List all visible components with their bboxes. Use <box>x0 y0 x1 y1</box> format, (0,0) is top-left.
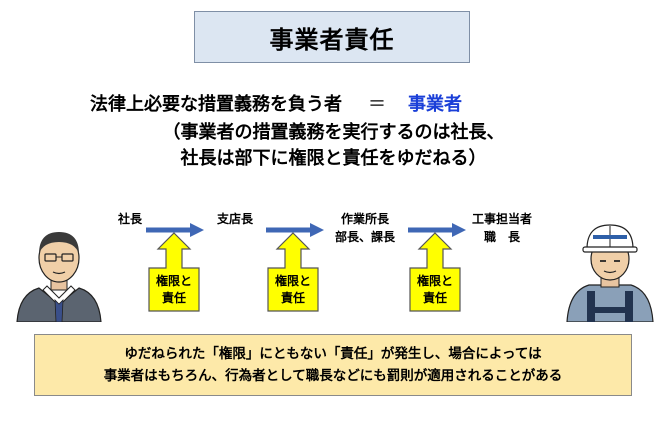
role-site-manager: 作業所長 部長、課長 <box>325 211 405 245</box>
page-title: 事業者責任 <box>194 11 470 63</box>
up-arrow-callout-icon <box>148 232 200 312</box>
role-foreman-label: 職 長 <box>483 230 520 244</box>
role-president-label: 社長 <box>117 212 142 226</box>
delegation-label-2: 権限と 責任 <box>274 274 311 305</box>
foreman-figure <box>566 224 654 322</box>
arrow-right-icon <box>408 223 466 237</box>
up-arrow-callout-icon <box>409 232 461 312</box>
definition-line2: （事業者の措置義務を実行するのは社長、 <box>162 122 505 143</box>
penalty-note-line2: 事業者はもちろん、行為者として職長などにも罰則が適用されることがある <box>103 368 563 384</box>
definition-line3: 社長は部下に権限と責任をゆだねる） <box>180 148 487 169</box>
definition-term: 事業者 <box>408 94 462 115</box>
role-president: 社長 <box>110 211 150 227</box>
role-site-manager-sub: 部長、課長 <box>334 230 395 244</box>
role-engineer-label: 工事担当者 <box>471 212 532 226</box>
role-site-manager-label: 作業所長 <box>340 212 389 226</box>
arrow-right-icon <box>266 223 324 237</box>
equals-sign: ＝ <box>368 94 386 115</box>
president-figure <box>16 232 102 322</box>
definition-line1: 法律上必要な措置義務を負う者 ＝ 事業者 <box>90 90 570 116</box>
definition-subject: 法律上必要な措置義務を負う者 <box>90 94 342 115</box>
role-branch-manager: 支店長 <box>205 211 265 227</box>
up-arrow-callout-icon <box>267 232 319 312</box>
penalty-note: ゆだねられた「権限」にともない「責任」が発生し、場合によっては 事業者はもちろん… <box>34 334 632 396</box>
delegation-label-3: 権限と 責任 <box>416 274 453 305</box>
role-branch-manager-label: 支店長 <box>216 212 253 226</box>
delegation-label-1: 権限と 責任 <box>155 274 192 305</box>
role-engineer: 工事担当者 職 長 <box>462 211 542 245</box>
penalty-note-line1: ゆだねられた「権限」にともない「責任」が発生し、場合によっては <box>124 346 542 362</box>
arrow-right-icon <box>146 223 204 237</box>
